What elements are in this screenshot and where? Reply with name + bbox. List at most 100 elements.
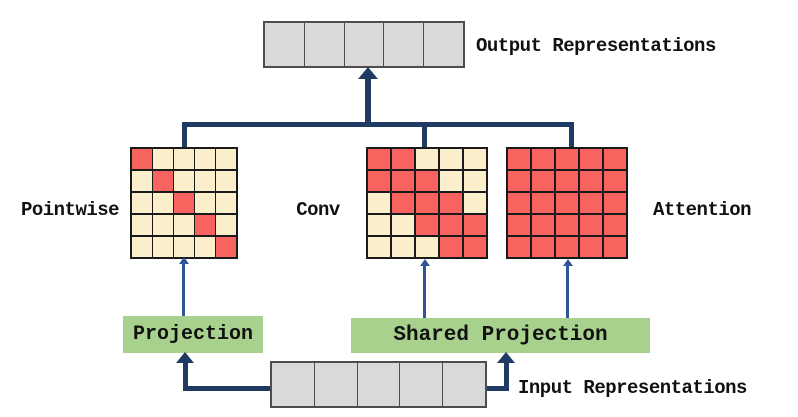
matrix-cell	[132, 149, 152, 170]
matrix-cell	[603, 170, 626, 192]
matrix-cell	[508, 149, 531, 170]
matrix-cell	[195, 214, 215, 236]
pointwise-matrix	[130, 147, 238, 259]
matrix-cell	[579, 236, 603, 257]
matrix-cell	[439, 214, 463, 236]
connector-drop-pointwise	[182, 122, 187, 149]
matrix-cell	[463, 236, 486, 257]
output-representations-vector	[263, 21, 465, 68]
matrix-cell	[531, 192, 555, 214]
matrix-cell	[174, 192, 194, 214]
vector-cell	[304, 23, 344, 66]
vector-cell	[314, 363, 357, 406]
matrix-cell	[439, 236, 463, 257]
matrix-cell	[508, 192, 531, 214]
matrix-cell	[132, 170, 152, 192]
attention-matrix	[506, 147, 628, 259]
vector-cell	[424, 23, 463, 66]
matrix-cell	[216, 149, 236, 170]
matrix-cell	[555, 192, 579, 214]
matrix-cell	[132, 214, 152, 236]
matrix-cell	[368, 170, 391, 192]
matrix-cell	[531, 236, 555, 257]
matrix-cell	[174, 149, 194, 170]
matrix-cell	[415, 236, 439, 257]
input-to-shared-arrow-head-icon	[497, 352, 515, 363]
attention-label: Attention	[652, 199, 752, 221]
matrix-cell	[463, 192, 486, 214]
matrix-cell	[508, 170, 531, 192]
vector-cell	[344, 23, 384, 66]
output-arrow-shaft	[365, 76, 371, 127]
input-to-shared-elbow-vertical	[504, 360, 509, 391]
conv-label: Conv	[296, 199, 340, 221]
matrix-cell	[555, 236, 579, 257]
projection-to-pointwise-arrow-shaft	[182, 264, 185, 316]
pointwise-label: Pointwise	[20, 199, 120, 221]
vector-cell	[272, 363, 314, 406]
matrix-cell	[195, 192, 215, 214]
matrix-cell	[391, 192, 415, 214]
matrix-cell	[463, 214, 486, 236]
matrix-cell	[195, 170, 215, 192]
input-representations-label: Input Representations	[518, 377, 747, 399]
matrix-cell	[603, 236, 626, 257]
matrix-cell	[415, 192, 439, 214]
matrix-cell	[603, 192, 626, 214]
input-representations-vector	[270, 361, 487, 408]
matrix-cell	[391, 170, 415, 192]
matrix-cell	[368, 192, 391, 214]
matrix-cell	[391, 149, 415, 170]
matrix-cell	[603, 149, 626, 170]
matrix-cell	[174, 170, 194, 192]
matrix-cell	[368, 236, 391, 257]
matrix-cell	[195, 149, 215, 170]
matrix-cell	[531, 214, 555, 236]
matrix-cell	[368, 149, 391, 170]
matrix-cell	[439, 192, 463, 214]
connector-drop-conv	[422, 122, 427, 149]
matrix-cell	[216, 236, 236, 257]
input-to-projection-elbow-vertical	[183, 360, 188, 391]
matrix-cell	[153, 170, 173, 192]
matrix-cell	[463, 149, 486, 170]
shared-to-attention-arrow-head-icon	[563, 259, 573, 266]
connector-horizontal-line	[182, 122, 574, 127]
matrix-cell	[132, 236, 152, 257]
matrix-cell	[415, 170, 439, 192]
projection-box: Projection	[123, 316, 263, 353]
matrix-cell	[579, 214, 603, 236]
matrix-cell	[579, 149, 603, 170]
shared-to-conv-arrow-head-icon	[420, 259, 430, 266]
matrix-cell	[579, 170, 603, 192]
matrix-cell	[391, 236, 415, 257]
matrix-cell	[153, 192, 173, 214]
matrix-cell	[216, 214, 236, 236]
vector-cell	[357, 363, 400, 406]
matrix-cell	[368, 214, 391, 236]
matrix-cell	[174, 214, 194, 236]
shared-to-conv-arrow-shaft	[423, 266, 426, 318]
matrix-cell	[216, 170, 236, 192]
matrix-cell	[195, 236, 215, 257]
conv-matrix	[366, 147, 488, 259]
matrix-cell	[555, 214, 579, 236]
matrix-cell	[508, 236, 531, 257]
matrix-cell	[531, 149, 555, 170]
output-arrow-head-icon	[358, 67, 378, 79]
matrix-cell	[153, 236, 173, 257]
input-to-projection-arrow-head-icon	[176, 352, 194, 363]
matrix-cell	[153, 149, 173, 170]
matrix-cell	[603, 214, 626, 236]
matrix-cell	[415, 214, 439, 236]
matrix-cell	[415, 149, 439, 170]
vector-cell	[384, 23, 424, 66]
matrix-cell	[463, 170, 486, 192]
vector-cell	[443, 363, 485, 406]
matrix-cell	[531, 170, 555, 192]
matrix-cell	[132, 192, 152, 214]
matrix-cell	[174, 236, 194, 257]
matrix-cell	[508, 214, 531, 236]
matrix-cell	[391, 214, 415, 236]
